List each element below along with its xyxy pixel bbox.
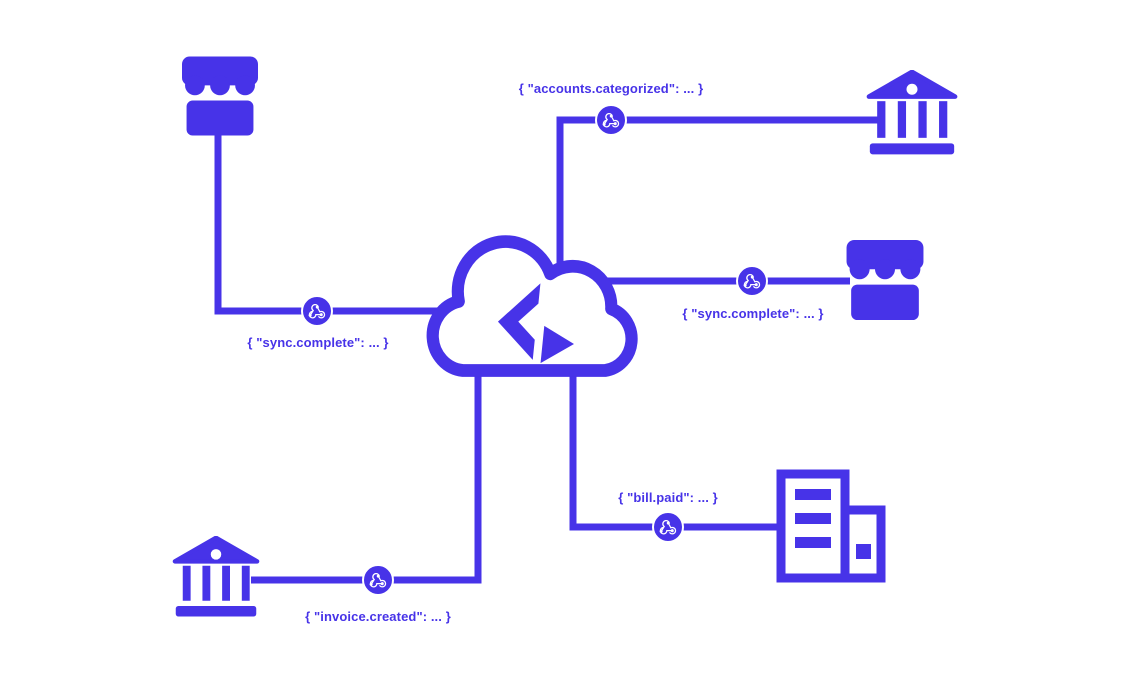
storefront-body — [186, 100, 254, 136]
event-label-bill-paid: { "bill.paid": ... } — [618, 490, 718, 505]
storefront-icon — [846, 240, 924, 320]
event-label-invoice-created: { "invoice.created": ... } — [305, 609, 451, 624]
office-building-icon — [776, 469, 886, 583]
connector-bank-bottomleft-to-cloud — [251, 300, 482, 584]
webhook-icon — [301, 295, 333, 327]
cloud-sync-icon — [426, 235, 638, 377]
bank-base — [869, 143, 955, 155]
storefront-icon — [182, 56, 258, 136]
bank-icon — [172, 536, 260, 617]
connector-storefront-topleft-to-cloud — [214, 120, 520, 315]
connector-cloud-to-bank-topright — [556, 116, 880, 315]
webhook-icon — [595, 104, 627, 136]
cloud-logo — [497, 283, 574, 364]
webhook-icon — [362, 564, 394, 596]
event-label-sync-complete-left: { "sync.complete": ... } — [247, 335, 389, 350]
webhook-icon — [652, 511, 684, 543]
event-label-accounts-categorized: { "accounts.categorized": ... } — [518, 81, 704, 96]
event-label-sync-complete-right: { "sync.complete": ... } — [682, 306, 824, 321]
webhook-icon — [736, 265, 768, 297]
bank-icon — [866, 70, 958, 155]
